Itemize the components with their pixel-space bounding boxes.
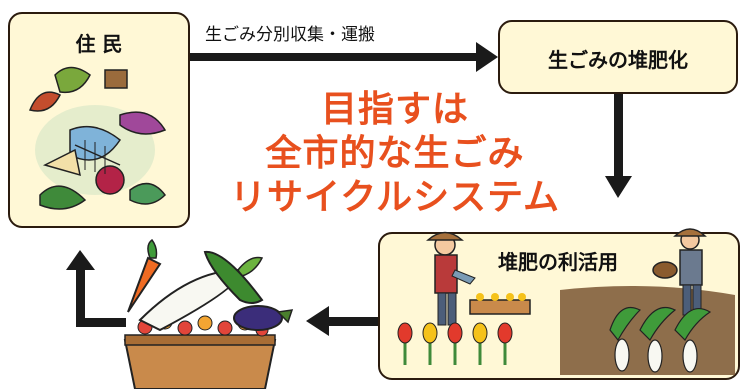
arrow-utilization-to-produce (306, 306, 378, 336)
utilization-label: 堆肥の利活用 (498, 250, 618, 274)
collection-arrow-label: 生ごみ分別収集・運搬 (205, 25, 375, 45)
center-title: 目指すは 全市的な生ごみ リサイクルシステム (210, 88, 580, 220)
composting-box: 生ごみの堆肥化 (498, 20, 738, 94)
title-line-2: 全市的な生ごみ (265, 133, 525, 174)
residents-label: 住 民 (75, 32, 123, 56)
arrow-residents-to-composting (190, 42, 498, 72)
title-line-3: リサイクルシステム (229, 177, 561, 218)
farmers-icon (397, 228, 735, 375)
composting-label: 生ごみの堆肥化 (548, 48, 688, 72)
arrow-composting-to-utilization (605, 94, 632, 198)
title-line-1: 目指すは (320, 89, 469, 130)
arrow-produce-to-residents (66, 250, 126, 327)
vegetables-and-flowers-icon (123, 238, 294, 389)
kitchen-waste-icon (28, 66, 167, 210)
